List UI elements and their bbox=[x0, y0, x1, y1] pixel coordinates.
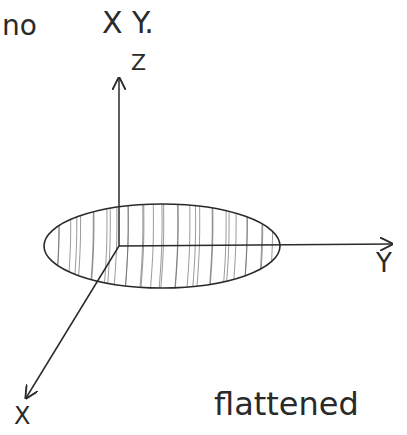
z-axis bbox=[118, 78, 120, 246]
shading-stroke bbox=[114, 200, 117, 292]
shading-stroke bbox=[260, 200, 263, 292]
caption-note: flattened bbox=[214, 388, 359, 420]
shading-stroke bbox=[68, 200, 71, 292]
shading-stroke bbox=[90, 200, 93, 292]
x-axis bbox=[26, 246, 119, 398]
shading-stroke bbox=[56, 200, 59, 292]
shading-stroke bbox=[223, 200, 226, 292]
shading-stroke bbox=[244, 200, 247, 292]
shading-stroke bbox=[226, 200, 229, 292]
shading-stroke bbox=[104, 200, 107, 292]
axis-label: Y bbox=[376, 250, 392, 276]
shading-stroke bbox=[56, 200, 59, 292]
y-axis bbox=[119, 244, 392, 246]
axis-label: X bbox=[14, 404, 30, 428]
shading-stroke bbox=[244, 200, 247, 292]
shading-stroke bbox=[107, 200, 110, 292]
axis-label: Z bbox=[131, 52, 146, 74]
title-note: X Y. bbox=[102, 8, 154, 38]
shading-stroke bbox=[259, 200, 262, 292]
shading-stroke bbox=[74, 200, 77, 292]
note-text: no bbox=[2, 12, 37, 40]
shading-stroke bbox=[269, 200, 272, 292]
shading-stroke bbox=[77, 200, 80, 292]
shading-stroke bbox=[91, 200, 94, 292]
